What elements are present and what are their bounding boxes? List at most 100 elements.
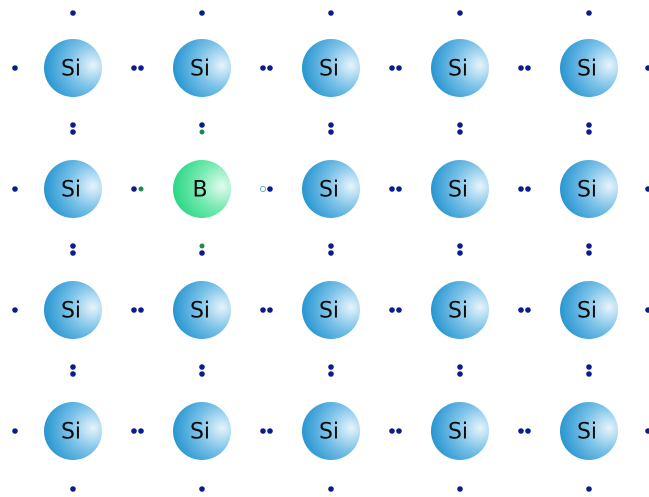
electron [389,65,395,71]
electron [457,129,463,135]
boron-atom: B [173,160,231,218]
electron [645,428,649,434]
electron [267,307,273,313]
electron [586,486,592,492]
electron [328,364,334,370]
silicon-atom: Si [431,402,489,460]
electron [131,65,137,71]
electron [70,250,76,256]
electron [328,371,334,377]
silicon-atom-label: Si [319,299,339,324]
silicon-atom-label: Si [190,420,210,445]
electron [199,371,205,377]
electron [518,65,524,71]
electron [457,250,463,256]
silicon-atom-circle [173,281,231,339]
electron-layer [12,10,649,492]
silicon-atom-circle [302,39,360,97]
silicon-atom-circle [560,160,618,218]
silicon-atom-circle [44,39,102,97]
silicon-atom-label: Si [319,57,339,82]
electron [389,307,395,313]
silicon-atom-circle [44,402,102,460]
electron [457,486,463,492]
electron [138,65,144,71]
electron [586,371,592,377]
electron [328,486,334,492]
silicon-atom-circle [431,160,489,218]
electron [199,250,205,256]
electron [645,186,649,192]
silicon-atom: Si [173,39,231,97]
electron [389,186,395,192]
silicon-atom: Si [431,39,489,97]
silicon-atom: Si [44,402,102,460]
boron-atom-circle [173,160,231,218]
electron [70,486,76,492]
dopant-electron [199,129,205,135]
electron [70,371,76,377]
electron [586,250,592,256]
electron [586,129,592,135]
electron [518,428,524,434]
electron [525,307,531,313]
silicon-atom-circle [173,402,231,460]
silicon-atom-circle [302,160,360,218]
electron [328,10,334,16]
dopant-electron [138,186,144,192]
electron [525,186,531,192]
silicon-atom: Si [302,39,360,97]
electron [267,186,273,192]
electron [138,428,144,434]
silicon-atom-circle [560,281,618,339]
silicon-atom: Si [44,39,102,97]
electron [260,428,266,434]
electron [131,307,137,313]
electron [199,122,205,128]
electron [586,122,592,128]
electron [586,364,592,370]
electron [645,307,649,313]
electron [518,186,524,192]
hole-marker [259,185,267,193]
electron [12,428,18,434]
silicon-atom-circle [431,281,489,339]
electron [260,65,266,71]
silicon-atom: Si [560,281,618,339]
silicon-atom: Si [560,160,618,218]
silicon-atom: Si [44,160,102,218]
silicon-atom-circle [560,402,618,460]
electron [131,428,137,434]
electron [396,186,402,192]
electron [518,307,524,313]
silicon-atom-label: Si [577,57,597,82]
electron [199,364,205,370]
electron [131,186,137,192]
silicon-atom-circle [431,402,489,460]
silicon-atom-label: Si [319,178,339,203]
electron [396,307,402,313]
silicon-atom-label: Si [61,299,81,324]
silicon-atom-circle [44,281,102,339]
electron [328,243,334,249]
silicon-atom-label: Si [448,57,468,82]
silicon-atom-circle [44,160,102,218]
silicon-atom-circle [560,39,618,97]
electron [199,486,205,492]
electron [12,65,18,71]
electron [586,243,592,249]
electron [12,307,18,313]
electron [645,65,649,71]
silicon-atom-circle [431,39,489,97]
silicon-atom: Si [560,39,618,97]
silicon-atom-label: Si [448,299,468,324]
silicon-atom-label: Si [61,420,81,445]
electron [138,307,144,313]
silicon-atom-circle [173,39,231,97]
silicon-atom-circle [302,281,360,339]
silicon-atom-label: Si [190,57,210,82]
electron [199,10,205,16]
silicon-atom-label: Si [448,178,468,203]
silicon-atom: Si [302,281,360,339]
boron-atom-label: B [192,178,207,203]
